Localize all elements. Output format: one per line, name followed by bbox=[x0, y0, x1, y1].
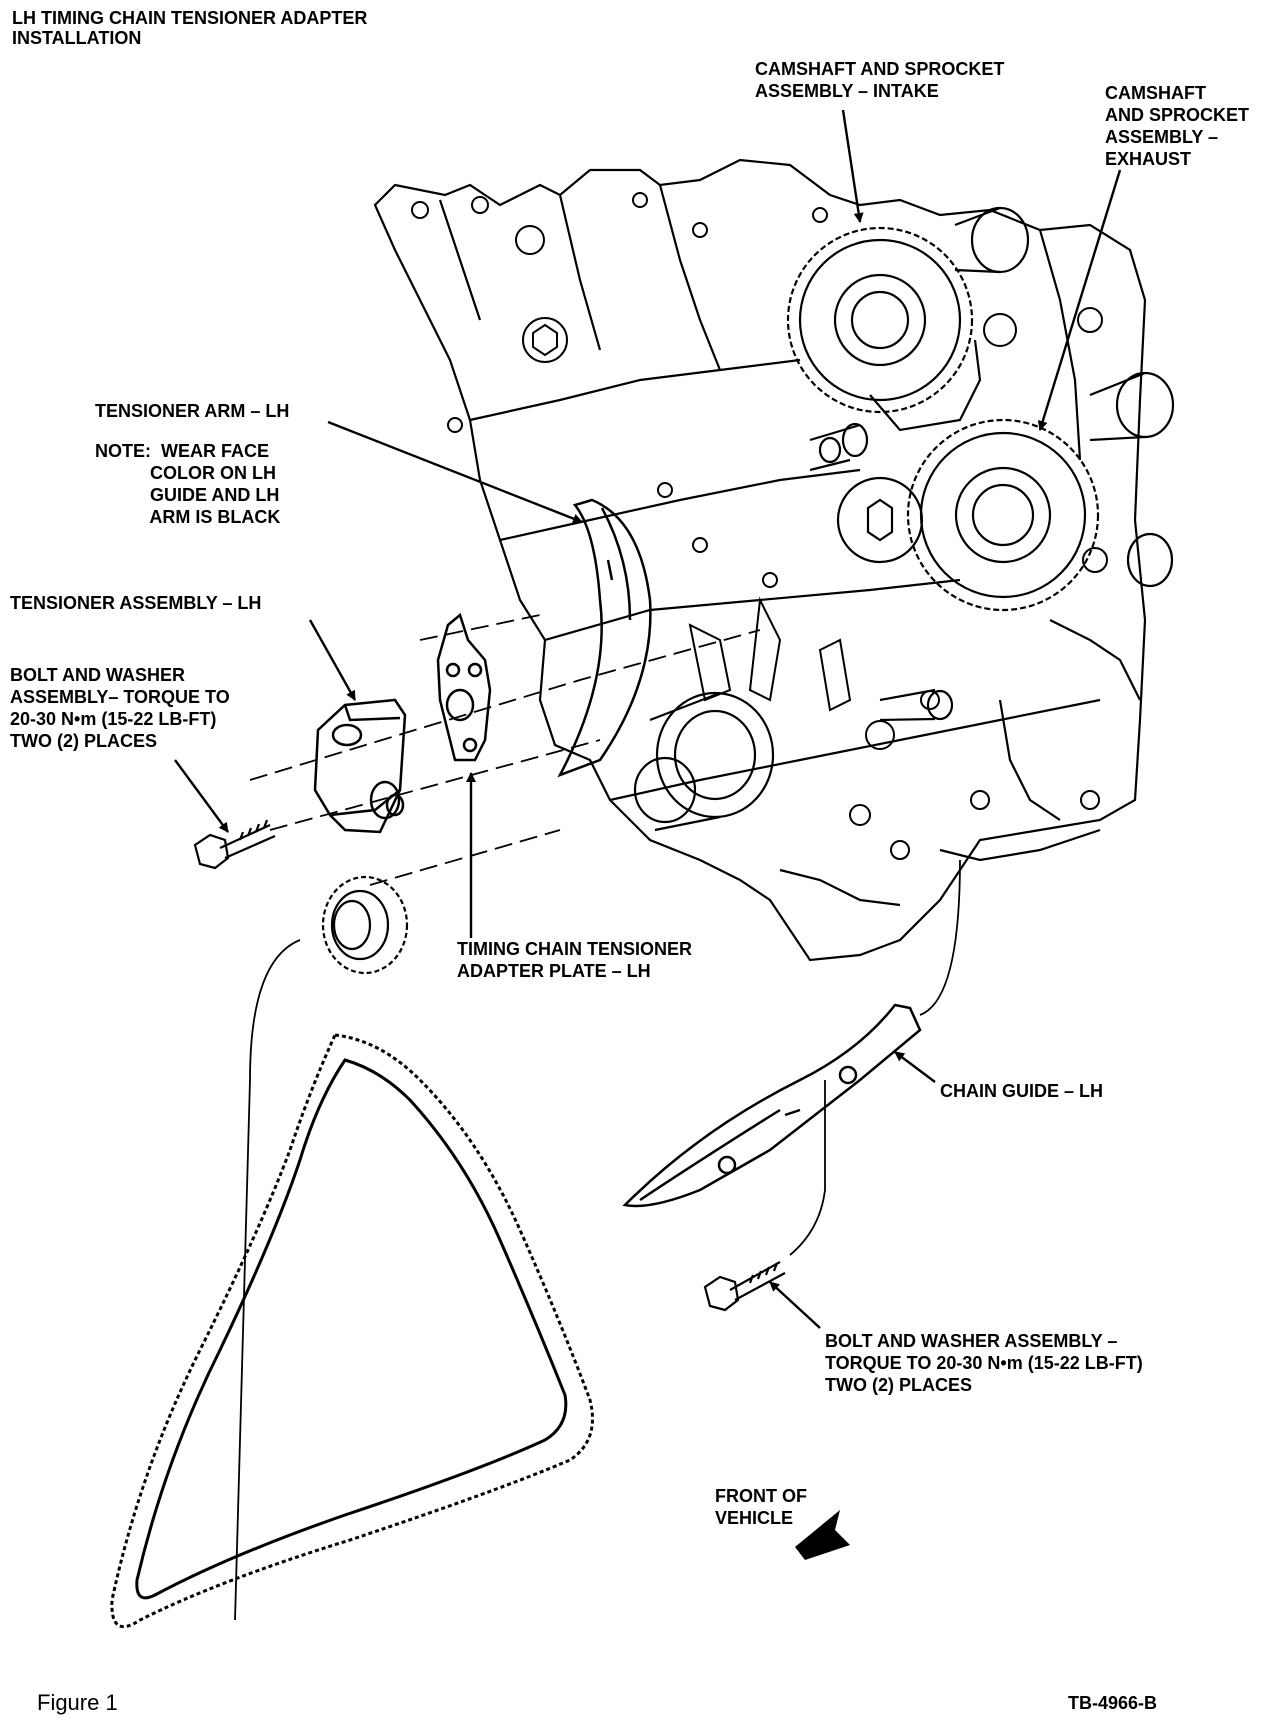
label-tensioner-arm: TENSIONER ARM – LH bbox=[95, 401, 290, 421]
tensioner-assembly-lh bbox=[313, 698, 407, 834]
assembly-lines bbox=[249, 614, 761, 886]
label-bolt-washer-2: BOLT AND WASHER ASSEMBLY – TORQUE TO 20-… bbox=[825, 1331, 1143, 1395]
bolt-washer-1 bbox=[193, 819, 276, 870]
label-front-of-vehicle: FRONT OF VEHICLE bbox=[715, 1486, 807, 1528]
crankshaft-nose bbox=[633, 436, 954, 832]
figure-caption: Figure 1 bbox=[37, 1690, 118, 1715]
label-note: NOTE: WEAR FACE COLOR ON LH GUIDE AND LH… bbox=[95, 441, 281, 527]
idler-sprocket bbox=[809, 422, 924, 564]
chain-guide-lh bbox=[622, 1003, 922, 1208]
engine-block bbox=[373, 158, 1147, 962]
cam-bearing-caps bbox=[954, 206, 1175, 588]
exhaust-cam-sprocket bbox=[906, 418, 1100, 612]
label-bolt-washer-1: BOLT AND WASHER ASSEMBLY– TORQUE TO 20-3… bbox=[10, 665, 230, 751]
label-chain-guide: CHAIN GUIDE – LH bbox=[940, 1081, 1104, 1101]
label-camshaft-exhaust: CAMSHAFT AND SPROCKET ASSEMBLY – EXHAUST bbox=[1105, 83, 1250, 169]
figure-id: TB-4966-B bbox=[1068, 1693, 1158, 1713]
front-of-vehicle-arrow bbox=[795, 1510, 850, 1560]
page-title: LH TIMING CHAIN TENSIONER ADAPTER INSTAL… bbox=[12, 8, 368, 48]
tensioner-adapter-plate-lh bbox=[436, 612, 492, 762]
label-tensioner-assembly: TENSIONER ASSEMBLY – LH bbox=[10, 593, 262, 613]
leader-lines bbox=[234, 859, 961, 1621]
label-camshaft-intake: CAMSHAFT AND SPROCKET ASSEMBLY – INTAKE bbox=[755, 59, 1005, 101]
block-details bbox=[411, 192, 1108, 860]
timing-chain bbox=[110, 1033, 594, 1629]
crankshaft-sprocket bbox=[321, 875, 409, 975]
bolt-washer-2 bbox=[703, 1261, 786, 1312]
intake-cam-sprocket bbox=[786, 226, 982, 432]
tensioner-arm-lh bbox=[557, 498, 652, 778]
callout-arrows bbox=[174, 109, 1122, 1329]
label-adapter-plate: TIMING CHAIN TENSIONER ADAPTER PLATE – L… bbox=[457, 939, 693, 981]
